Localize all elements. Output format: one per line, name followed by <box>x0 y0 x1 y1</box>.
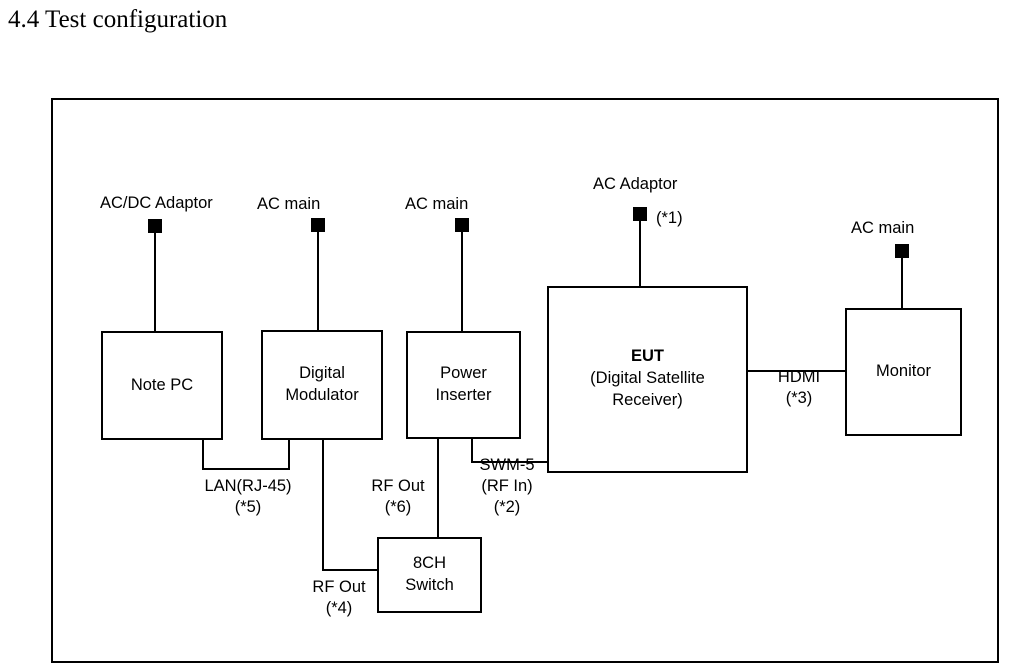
node-label-eut-main: EUT <box>630 347 664 366</box>
diagram-frame: AC/DC Adaptor AC main AC main AC Adaptor… <box>51 98 999 663</box>
power-source-label-note-pc: AC/DC Adaptor <box>100 194 213 212</box>
connection-label-hdmi: HDMI (*3) <box>777 368 821 408</box>
node-digital-modulator[interactable]: Digital Modulator <box>261 330 383 440</box>
power-plug-eut <box>633 207 647 221</box>
swm5-wire-vertical <box>471 437 473 463</box>
power-plug-power-inserter <box>455 218 469 232</box>
lan-wire-segment-down-left <box>202 438 204 470</box>
connection-label-swm5: SWM-5 (RF In) (*2) <box>479 456 535 517</box>
node-power-inserter[interactable]: Power Inserter <box>406 331 521 439</box>
power-wire-note-pc <box>154 233 156 333</box>
power-source-label-power-inserter: AC main <box>405 195 469 213</box>
node-eut[interactable]: EUT (Digital Satellite Receiver) <box>547 286 748 473</box>
connection-label-rf-out-6: RF Out (*6) <box>371 477 425 517</box>
power-wire-power-inserter <box>461 232 463 333</box>
hdmi-wire-horizontal <box>746 370 847 372</box>
rf-out-6-wire-vertical <box>437 437 439 539</box>
lan-wire-segment-horizontal <box>202 468 290 470</box>
connection-label-rf-out-4: RF Out (*4) <box>312 578 366 618</box>
connection-label-lan: LAN(RJ-45) (*5) <box>204 477 292 517</box>
node-note-pc[interactable]: Note PC <box>101 331 223 440</box>
power-wire-digital-modulator <box>317 232 319 332</box>
node-8ch-switch[interactable]: 8CH Switch <box>377 537 482 613</box>
rf-out-4-wire-horizontal <box>322 569 379 571</box>
node-label-power-inserter: Power Inserter <box>435 364 492 404</box>
power-source-label-digital-modulator: AC main <box>257 195 321 213</box>
power-plug-digital-modulator <box>311 218 325 232</box>
power-wire-monitor <box>901 258 903 311</box>
node-label-monitor: Monitor <box>875 362 932 381</box>
page-title: 4.4 Test configuration <box>8 6 228 33</box>
node-label-note-pc: Note PC <box>130 375 194 394</box>
node-label-8ch-switch: 8CH Switch <box>405 554 454 594</box>
power-source-label-monitor: AC main <box>851 219 915 237</box>
node-label-eut-group: EUT (Digital Satellite Receiver) <box>590 347 705 412</box>
power-plug-monitor <box>895 244 909 258</box>
power-wire-eut <box>639 221 641 289</box>
power-source-label-eut: AC Adaptor <box>593 175 678 193</box>
node-label-eut-sub: (Digital Satellite Receiver) <box>590 369 705 409</box>
power-source-note-eut: (*1) <box>656 209 683 227</box>
lan-wire-segment-up-right <box>288 438 290 470</box>
power-plug-note-pc <box>148 219 162 233</box>
rf-out-4-wire-vertical <box>322 438 324 571</box>
node-label-digital-modulator: Digital Modulator <box>285 364 359 404</box>
swm5-wire-horizontal <box>471 461 549 463</box>
node-monitor[interactable]: Monitor <box>845 308 962 436</box>
